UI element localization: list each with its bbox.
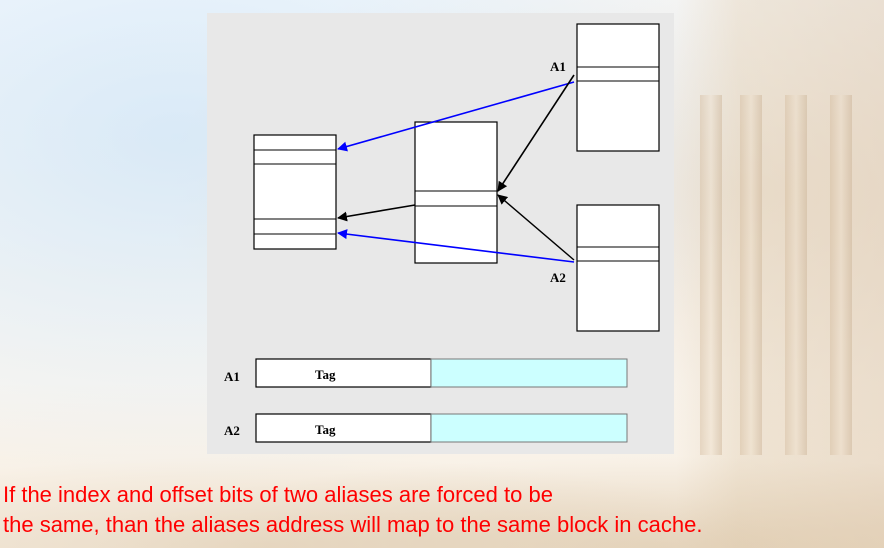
background-column — [785, 95, 807, 455]
arrow-a1-to-cache — [337, 81, 575, 152]
background-column — [830, 95, 852, 455]
arrow-a2-to-memory — [497, 194, 575, 261]
caption-line-2: the same, than the aliases address will … — [3, 512, 703, 537]
background-column — [740, 95, 762, 455]
arrow-a1-to-memory — [497, 74, 575, 192]
alias-diagram: A1 A2 A1 Tag A2 Tag — [224, 23, 660, 443]
address-bar-a2-tag: Tag — [315, 422, 336, 437]
address-bar-a2-label: A2 — [224, 423, 240, 438]
address-bar-a1: A1 Tag — [224, 358, 628, 388]
address-bar-a2-offset-field — [430, 413, 628, 443]
label-a2: A2 — [550, 270, 566, 285]
background-temple-image — [676, 0, 884, 548]
address-bar-a2: A2 Tag — [224, 413, 628, 443]
background-rocks — [0, 440, 884, 548]
virtual-page-a2-block — [576, 204, 660, 332]
cache-block-left — [253, 134, 337, 250]
label-a1: A1 — [550, 59, 566, 74]
background-column — [700, 95, 722, 455]
physical-memory-block — [414, 121, 498, 264]
caption-line-1: If the index and offset bits of two alia… — [3, 482, 553, 507]
address-bar-a1-label: A1 — [224, 369, 240, 384]
address-bar-a1-offset-field — [430, 358, 628, 388]
address-bar-a1-tag: Tag — [315, 367, 336, 382]
arrow-a2-to-cache — [337, 229, 575, 263]
virtual-page-a1-block — [576, 23, 660, 152]
arrow-memory-to-cache — [337, 204, 416, 222]
